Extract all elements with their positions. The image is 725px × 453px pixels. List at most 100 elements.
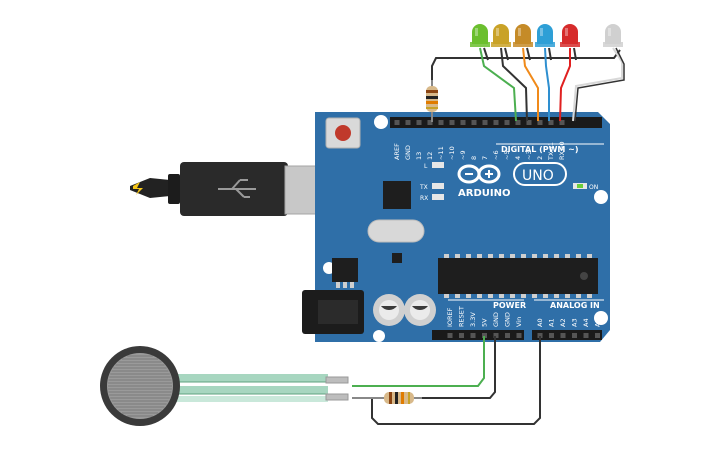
fsr-pin: [325, 393, 349, 401]
analog-pin-label: A3: [571, 318, 579, 327]
digital-pin-label: TX→1: [547, 142, 555, 161]
digital-pin-hole[interactable]: [471, 120, 477, 125]
power-on-led: ON: [573, 183, 598, 191]
svg-text:RX: RX: [420, 195, 428, 202]
chip-pin: [565, 294, 570, 298]
mount-hole: [374, 115, 388, 129]
force-sensitive-resistor[interactable]: [100, 346, 349, 426]
power-pin-hole[interactable]: [447, 333, 453, 338]
digital-pin-hole[interactable]: [504, 120, 510, 125]
chip-pin: [554, 294, 559, 298]
digital-pin-hole[interactable]: [394, 120, 400, 125]
digital-pin-hole[interactable]: [559, 120, 565, 125]
digital-pin-hole[interactable]: [449, 120, 455, 125]
digital-pin-label: 12: [426, 152, 434, 160]
analog-pin-label: A2: [559, 318, 567, 327]
mount-hole: [594, 190, 608, 204]
chip-pin: [466, 294, 471, 298]
power-pin-hole[interactable]: [493, 333, 499, 338]
chip-pin: [521, 254, 526, 258]
power-header: [432, 330, 524, 340]
digital-pin-hole[interactable]: [482, 120, 488, 125]
led-l: L: [424, 162, 444, 170]
digital-pin-hole[interactable]: [537, 120, 543, 125]
power-pin-hole[interactable]: [470, 333, 476, 338]
svg-text:L: L: [424, 163, 428, 170]
fsr-tail: [170, 386, 328, 394]
digital-pin-hole[interactable]: [405, 120, 411, 125]
blue-led[interactable]: [535, 24, 555, 47]
digital-pin-hole[interactable]: [427, 120, 433, 125]
led-cathode-lead: [526, 47, 531, 61]
orange-led[interactable]: [513, 24, 533, 47]
digital-pin-hole[interactable]: [438, 120, 444, 125]
led-wires[interactable]: [431, 47, 625, 122]
usb-chip: [383, 181, 411, 209]
digital-pin-hole[interactable]: [515, 120, 521, 125]
digital-pin-label: ~11: [437, 146, 445, 160]
5v-wire: [352, 336, 485, 387]
power-jack: [302, 290, 364, 334]
power-pin-hole[interactable]: [505, 333, 510, 338]
gnd-wire: [422, 336, 496, 399]
power-pin-label: Vin: [515, 317, 523, 327]
digital-pin-hole[interactable]: [460, 120, 466, 125]
reset-button[interactable]: [325, 117, 361, 149]
usb-icon: [218, 179, 256, 198]
led-rx: RX: [420, 194, 444, 202]
chip-pin: [488, 254, 493, 258]
green-led[interactable]: [470, 24, 490, 47]
analog-pin-hole[interactable]: [572, 333, 577, 338]
chip-pin: [499, 254, 504, 258]
yellow-led[interactable]: [491, 24, 511, 47]
fsr-tail: [170, 374, 328, 382]
led-cathode-lead: [573, 47, 577, 61]
chip-pin: [554, 254, 559, 258]
chip-pin: [477, 294, 482, 298]
chip-pin: [521, 294, 526, 298]
digital-pin-hole[interactable]: [548, 120, 554, 125]
analog-pin-label: A0: [536, 318, 544, 327]
analog-pin-hole[interactable]: [595, 333, 600, 338]
power-pin-hole[interactable]: [516, 333, 522, 338]
chip-pin: [444, 254, 449, 258]
digital-pin-hole[interactable]: [526, 120, 532, 125]
white-led-wire-outline: [574, 47, 625, 122]
a0-wire: [371, 336, 541, 425]
sensor-wires[interactable]: [352, 336, 541, 425]
usb-strain-relief: [168, 174, 180, 204]
svg-text:ON: ON: [589, 184, 598, 191]
capacitor: [404, 294, 436, 326]
digital-pin-label: GND: [404, 145, 412, 160]
chip-pin: [510, 294, 515, 298]
digital-pin-hole[interactable]: [416, 120, 422, 125]
chip-pin: [477, 254, 482, 258]
analog-header: [532, 330, 602, 340]
capacitor: [373, 294, 405, 326]
analog-pin-label: A4: [582, 318, 590, 327]
digital-pin-hole[interactable]: [493, 120, 499, 125]
power-pin-hole[interactable]: [482, 333, 487, 338]
chip-pin: [587, 294, 592, 298]
analog-pin-hole[interactable]: [549, 333, 554, 338]
analog-pin-hole[interactable]: [537, 333, 543, 338]
svg-text:UNO: UNO: [522, 168, 554, 184]
sensor-resistor[interactable]: [378, 392, 422, 404]
arduino-wordmark: ARDUINO: [458, 188, 510, 199]
chip-pin: [499, 294, 504, 298]
power-pin-label: 3.3V: [469, 312, 477, 327]
crystal-oscillator: [367, 219, 425, 243]
yellow-led-wire: [500, 47, 528, 122]
led-resistor[interactable]: [426, 80, 438, 122]
power-pin-hole[interactable]: [459, 333, 464, 338]
digital-pin-label: ~9: [459, 150, 467, 160]
green-led-wire: [479, 47, 517, 122]
analog-pin-hole[interactable]: [583, 333, 589, 338]
white-led[interactable]: [603, 24, 623, 47]
red-led[interactable]: [560, 24, 580, 47]
voltage-regulator: [332, 258, 358, 288]
chip-pin: [532, 294, 537, 298]
analog-pin-hole[interactable]: [560, 333, 566, 338]
chip-pin: [576, 294, 581, 298]
